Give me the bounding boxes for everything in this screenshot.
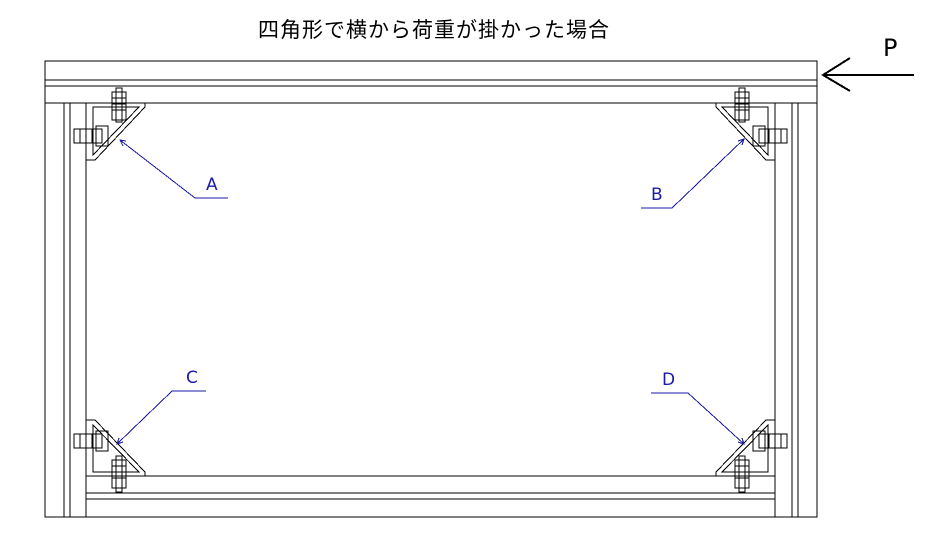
force-arrow [821,57,914,92]
bracket-c [73,419,146,493]
bracket-a [73,87,146,161]
corner-label-a: A [206,175,218,195]
bracket-b [715,87,788,161]
force-label: P [883,34,898,62]
bracket-d [715,419,788,493]
left-post [63,103,87,517]
leader-b [641,138,745,209]
diagram-title: 四角形で横から荷重が掛かった場合 [258,18,610,42]
corner-label-d: D [662,370,676,390]
leader-c [116,390,206,445]
corner-label-b: B [651,185,663,205]
top-beam [44,60,818,518]
corner-label-c: C [186,368,198,388]
bottom-beam [86,475,775,500]
leader-d [651,392,745,445]
right-post [774,103,799,517]
leader-a [119,139,228,199]
